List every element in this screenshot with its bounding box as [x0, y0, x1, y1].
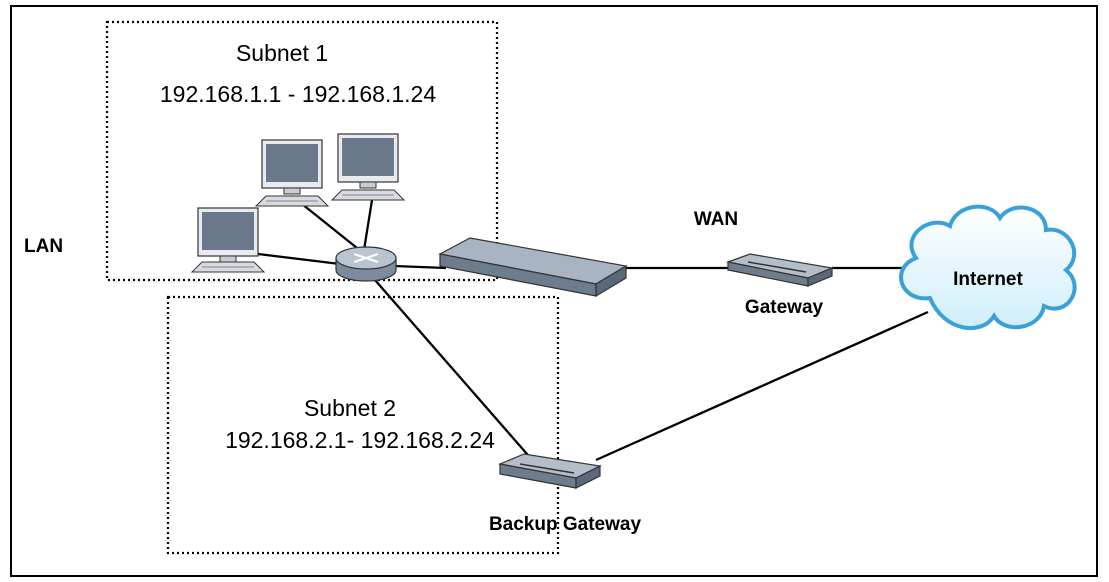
subnet-2-range: 192.168.2.1- 192.168.2.24: [225, 427, 495, 453]
internet-cloud-icon: [899, 204, 1077, 331]
link-pc3-router: [362, 199, 374, 251]
backup-gateway-label: Backup Gateway: [489, 514, 641, 535]
link-pc1-router: [257, 252, 341, 266]
link-router-switch: [393, 264, 447, 270]
lan-label: LAN: [24, 236, 63, 257]
subnet-1-title: Subnet 1: [236, 40, 328, 66]
link-router-backup-gateway: [374, 279, 549, 479]
backup-gateway-icon: [497, 453, 602, 489]
subnet-1-box: [105, 20, 499, 282]
monitor-screen: [342, 138, 394, 176]
connection-lines: [257, 195, 929, 479]
internet-label: Internet: [953, 269, 1023, 290]
subnet-2-title: Subnet 2: [304, 395, 396, 421]
monitor-screen: [266, 144, 318, 182]
subnet-2-box: [166, 295, 560, 555]
switch-device-icon: [438, 237, 628, 298]
computer-icon: [254, 139, 330, 207]
computer-icon: [330, 133, 406, 201]
link-backup-gateway-internet: [595, 310, 929, 462]
router-icon: [335, 246, 397, 282]
subnet-1-range: 192.168.1.1 - 192.168.1.24: [160, 81, 436, 107]
gateway-icon: [725, 253, 835, 287]
gateway-label: Gateway: [745, 297, 824, 318]
computer-icon: [190, 207, 266, 273]
wan-label: WAN: [694, 209, 738, 230]
monitor-screen: [202, 212, 254, 250]
